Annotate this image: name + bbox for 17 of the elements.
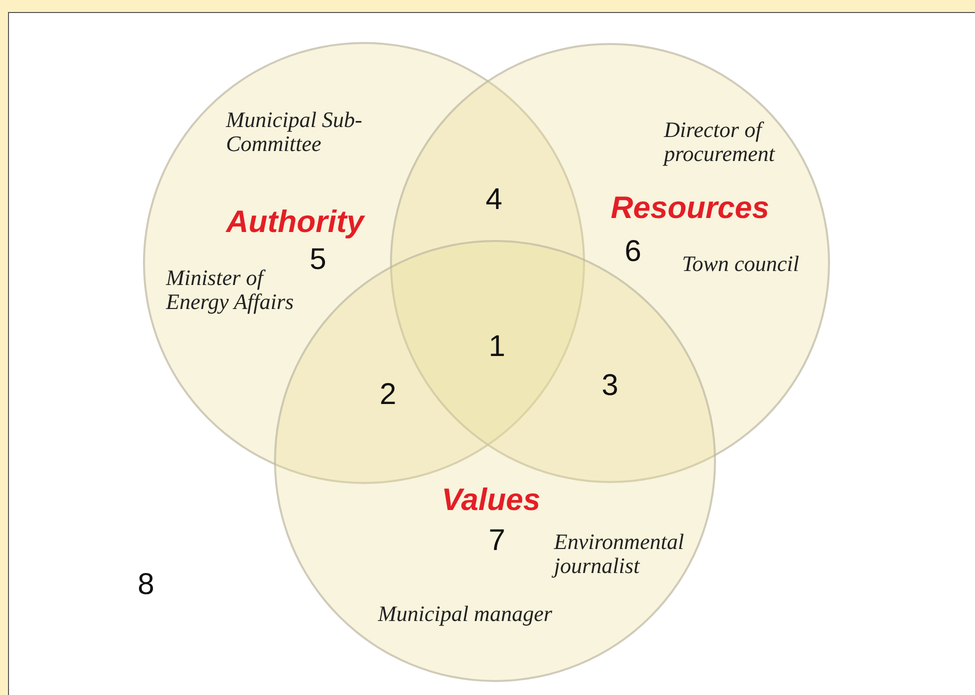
stakeholder-label: Minister of Energy Affairs <box>166 266 295 314</box>
circle-heading: Resources <box>610 190 770 226</box>
region-number: 3 <box>602 369 618 403</box>
region-number: 6 <box>624 235 642 269</box>
circle-heading: Values <box>442 482 540 518</box>
region-number: 5 <box>310 243 326 277</box>
stakeholder-label: Town council <box>682 252 800 276</box>
stakeholder-label: Environmental journalist <box>554 530 704 578</box>
stakeholder-label: Municipal manager <box>378 602 554 626</box>
region-number: 7 <box>488 524 506 558</box>
region-number: 4 <box>486 183 502 217</box>
region-number: 1 <box>488 330 506 364</box>
region-number: 2 <box>380 378 396 412</box>
region-number: 8 <box>138 568 154 602</box>
stakeholder-label: Municipal Sub-Committee <box>226 108 364 156</box>
stakeholder-label: Director of procurement <box>664 118 776 166</box>
circle-heading: Authority <box>226 204 364 240</box>
